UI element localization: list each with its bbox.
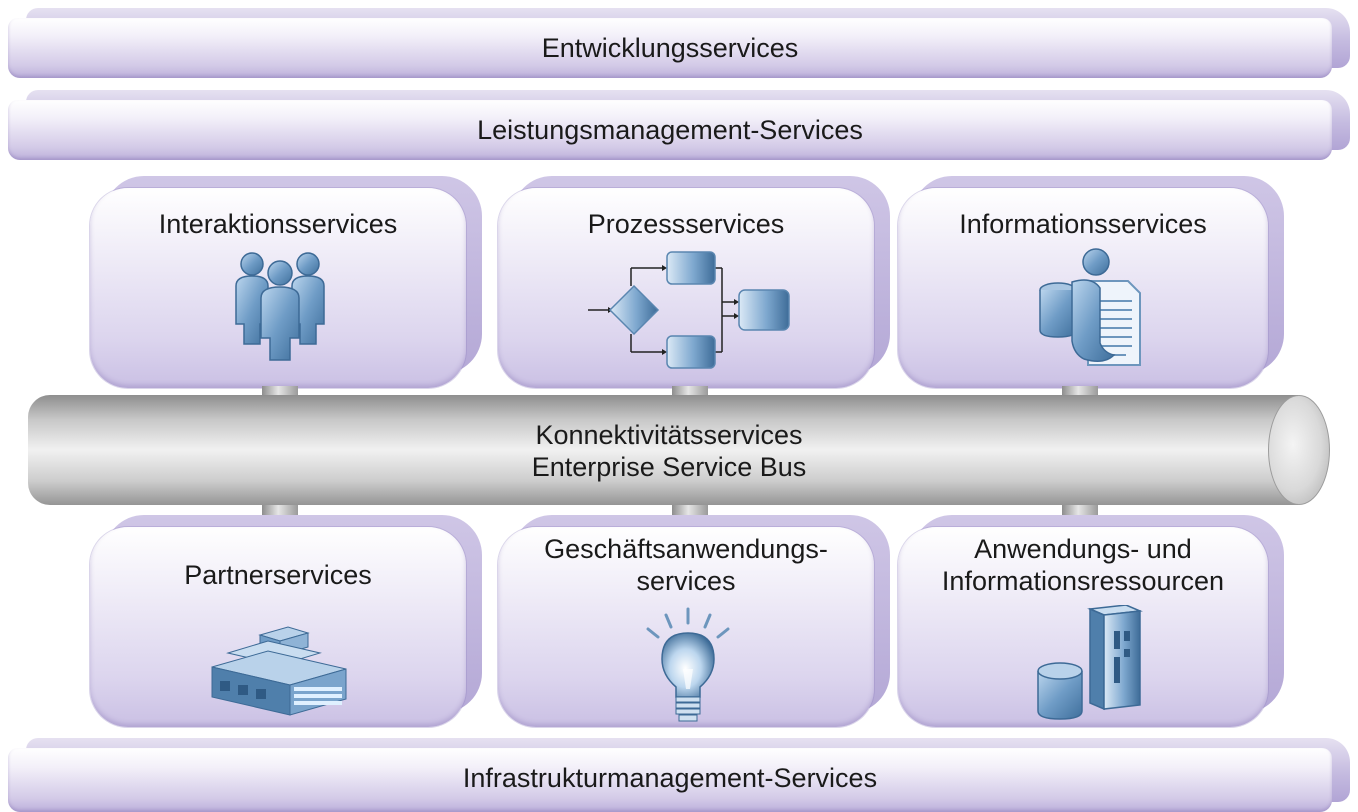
bus-tube — [28, 395, 1298, 505]
information-services-box: Informationsservices — [898, 176, 1284, 388]
information-document-icon — [1039, 248, 1141, 366]
title-line1: Anwendungs- und — [974, 534, 1192, 564]
bus-end-cap — [1268, 395, 1330, 505]
server-database-icon — [1037, 605, 1143, 720]
connector — [262, 503, 298, 517]
bus-label-line2: Enterprise Service Bus — [531, 452, 807, 482]
business-application-services-box: Geschäftsanwendungs- services — [498, 515, 890, 727]
interaction-services-title: Interaktionsservices — [158, 209, 398, 239]
infrastructure-management-label: Infrastrukturmanagement-Services — [462, 762, 878, 793]
application-information-resources-title: Anwendungs- und Informationsressourcen — [898, 533, 1268, 597]
connector — [1062, 503, 1098, 517]
box-front-plate: Prozessservices — [498, 188, 874, 388]
process-services-box: Prozessservices — [498, 176, 890, 388]
development-services-label: Entwicklungsservices — [541, 32, 799, 63]
partner-services-box: Partnerservices — [90, 515, 482, 727]
business-application-services-title: Geschäftsanwendungs- services — [498, 533, 874, 597]
box-front-plate: Geschäftsanwendungs- services — [498, 527, 874, 727]
process-flow-icon — [588, 251, 790, 369]
development-services-layer: Entwicklungsservices — [8, 8, 1350, 78]
enterprise-service-bus: Konnektivitätsservices Enterprise Servic… — [28, 395, 1330, 505]
connector — [672, 503, 708, 517]
layer-front-plate: Entwicklungsservices — [8, 18, 1332, 78]
box-front-plate: Informationsservices — [898, 188, 1268, 388]
box-front-plate: Partnerservices — [90, 527, 466, 727]
performance-management-layer: Leistungsmanagement-Services — [8, 90, 1350, 160]
building-icon — [211, 626, 347, 716]
infrastructure-management-layer: Infrastrukturmanagement-Services — [8, 738, 1350, 812]
bus-label-line1: Konnektivitätsservices — [535, 420, 803, 450]
interaction-services-box: Interaktionsservices — [90, 176, 482, 388]
title-line1: Geschäftsanwendungs- — [544, 534, 828, 564]
partner-services-title: Partnerservices — [184, 560, 372, 590]
title-line2: Informationsressourcen — [941, 566, 1225, 596]
layer-front-plate: Leistungsmanagement-Services — [8, 100, 1332, 160]
box-front-plate: Interaktionsservices — [90, 188, 466, 388]
people-group-icon — [235, 252, 325, 361]
layer-front-plate: Infrastrukturmanagement-Services — [8, 748, 1332, 812]
lightbulb-icon — [646, 607, 730, 722]
bus-label: Konnektivitätsservices Enterprise Servic… — [28, 419, 1310, 483]
title-line2: services — [636, 566, 736, 596]
process-services-title: Prozessservices — [587, 209, 785, 239]
information-services-title: Informationsservices — [959, 209, 1207, 239]
application-information-resources-box: Anwendungs- und Informationsressourcen — [898, 515, 1284, 727]
box-front-plate: Anwendungs- und Informationsressourcen — [898, 527, 1268, 727]
performance-management-label: Leistungsmanagement-Services — [477, 114, 863, 145]
